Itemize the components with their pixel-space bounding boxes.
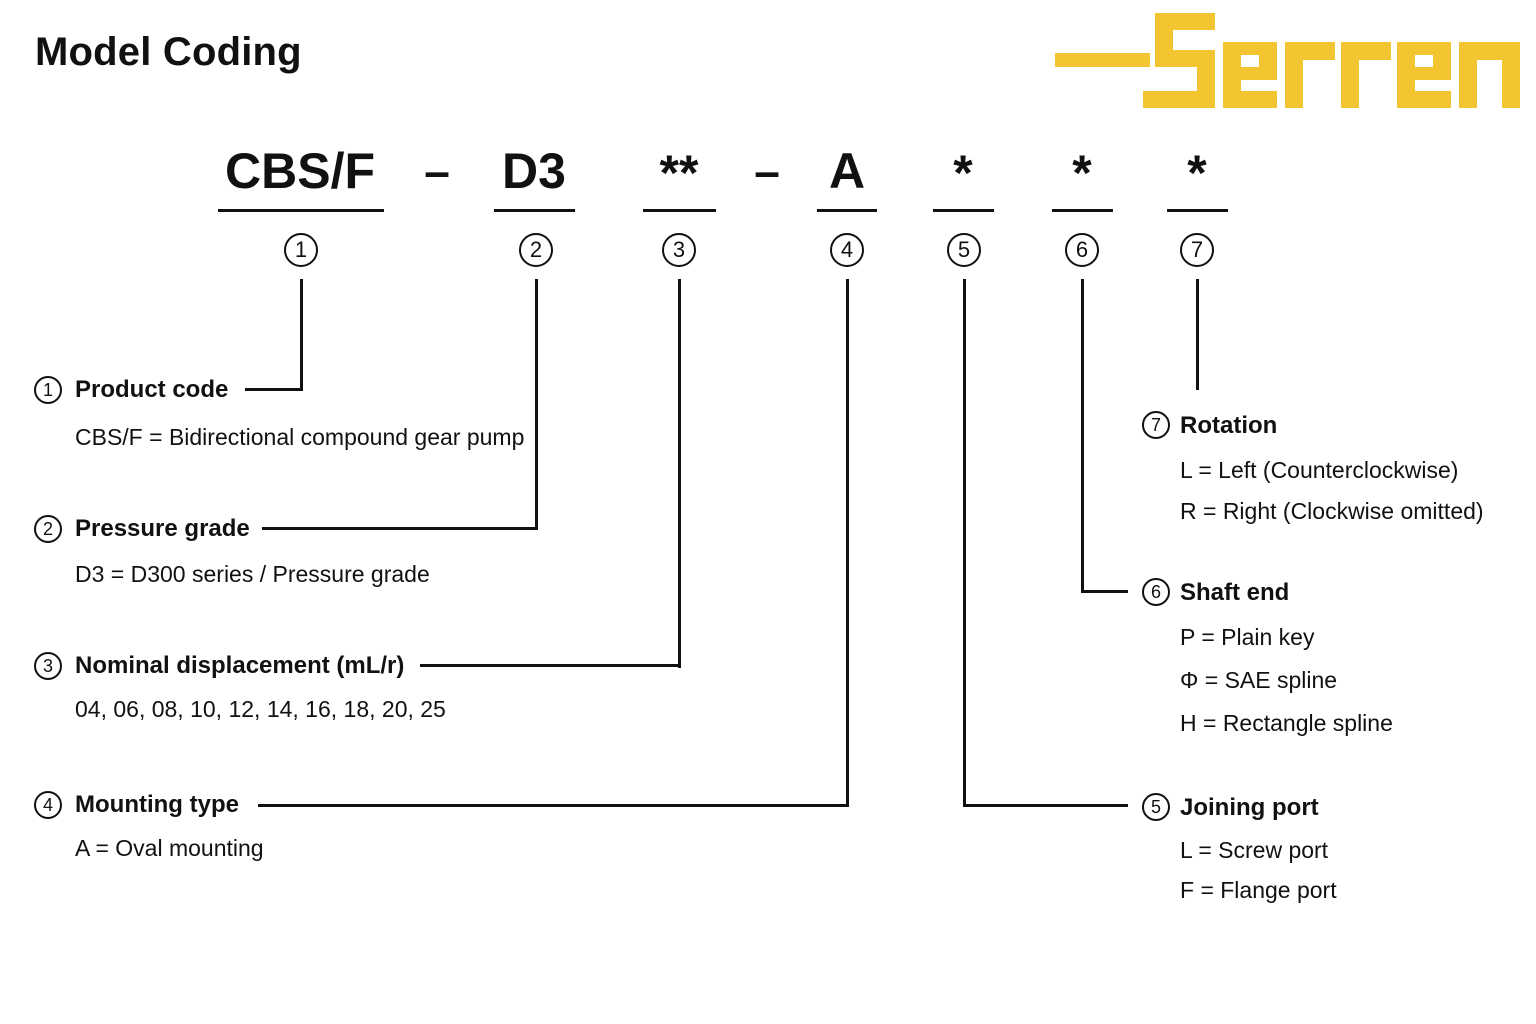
connector-line <box>678 279 681 668</box>
item-line: D3 = D300 series / Pressure grade <box>75 561 430 587</box>
underline <box>643 209 716 212</box>
item-line: Φ = SAE spline <box>1180 667 1338 693</box>
number-circle-6: 6 <box>1065 233 1099 267</box>
item-line: 04, 06, 08, 10, 12, 14, 16, 18, 20, 25 <box>75 696 446 722</box>
item-line: CBS/F = Bidirectional compound gear pump <box>75 424 525 450</box>
connector-line <box>300 279 303 391</box>
number-circle-5: 5 <box>947 233 981 267</box>
connector-line <box>846 279 849 807</box>
item-title: Shaft end <box>1180 579 1290 606</box>
item-line: P = Plain key <box>1180 624 1315 650</box>
code-segment-pressure: D3 <box>502 143 566 199</box>
item-number-5: 5 <box>1142 793 1170 821</box>
underline <box>494 209 575 212</box>
number-circle-3: 3 <box>662 233 696 267</box>
connector-line <box>963 279 966 807</box>
brand-logo-mark <box>1055 13 1520 108</box>
page-title: Model Coding <box>35 30 302 74</box>
item-number-4: 4 <box>34 791 62 819</box>
item-line: L = Screw port <box>1180 837 1329 863</box>
item-title: Joining port <box>1180 794 1319 821</box>
connector-line <box>245 388 303 391</box>
connector-line <box>420 664 681 667</box>
item-title: Nominal displacement (mL/r) <box>75 652 405 679</box>
item-number-2: 2 <box>34 515 62 543</box>
number-circle-1: 1 <box>284 233 318 267</box>
connector-line <box>1196 279 1199 390</box>
item-line: L = Left (Counterclockwise) <box>1180 457 1459 483</box>
code-separator: – <box>424 145 450 197</box>
code-segment-product: CBS/F <box>225 143 375 199</box>
underline <box>817 209 877 212</box>
code-separator: – <box>754 145 780 197</box>
connector-line <box>258 804 849 807</box>
code-segment-mounting: A <box>828 143 866 199</box>
item-title: Pressure grade <box>75 515 250 542</box>
item-line: R = Right (Clockwise omitted) <box>1180 498 1484 524</box>
item-number-6: 6 <box>1142 578 1170 606</box>
item-line: H = Rectangle spline <box>1180 710 1393 736</box>
code-segment-shaft: * <box>1072 145 1092 201</box>
underline <box>1167 209 1228 212</box>
underline <box>1052 209 1113 212</box>
item-number-7: 7 <box>1142 411 1170 439</box>
connector-line <box>963 804 1128 807</box>
connector-line <box>535 279 538 530</box>
underline <box>933 209 994 212</box>
number-circle-2: 2 <box>519 233 553 267</box>
code-segment-rotation: * <box>1187 145 1207 201</box>
item-title: Mounting type <box>75 791 239 818</box>
item-title: Product code <box>75 376 229 403</box>
code-segment-displacement: ** <box>659 145 699 201</box>
item-number-1: 1 <box>34 376 62 404</box>
item-title: Rotation <box>1180 412 1278 439</box>
brand-logo <box>1055 10 1525 115</box>
connector-line <box>262 527 538 530</box>
item-number-3: 3 <box>34 652 62 680</box>
item-line: A = Oval mounting <box>75 835 264 861</box>
item-line: F = Flange port <box>1180 877 1337 903</box>
code-segment-joining: * <box>953 145 973 201</box>
connector-line <box>1081 279 1084 593</box>
number-circle-7: 7 <box>1180 233 1214 267</box>
underline <box>218 209 384 212</box>
number-circle-4: 4 <box>830 233 864 267</box>
connector-line <box>1081 590 1128 593</box>
